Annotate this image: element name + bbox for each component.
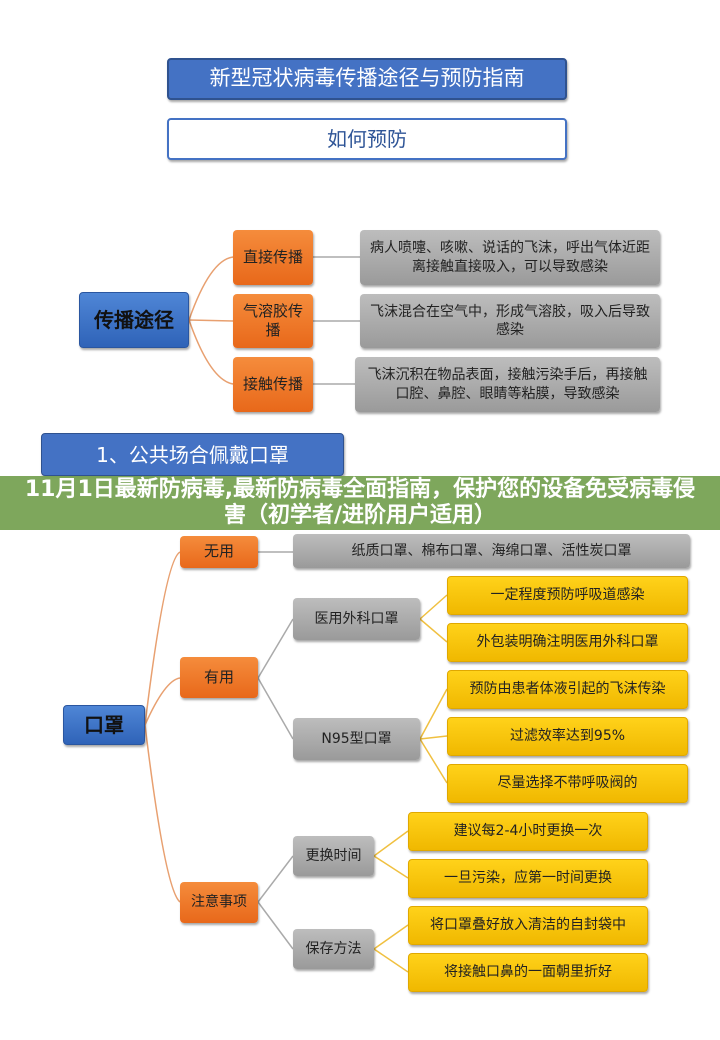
replace-time: 更换时间 xyxy=(293,836,374,876)
replace-item: 建议每2-4小时更换一次 xyxy=(408,812,648,851)
n95-item: 预防由患者体液引起的飞沫传染 xyxy=(447,670,688,709)
mask-useless-desc: 纸质口罩、棉布口罩、海绵口罩、活性炭口罩 xyxy=(293,534,690,568)
n95-item: 过滤效率达到95% xyxy=(447,717,688,756)
mask-useful: 有用 xyxy=(180,657,258,698)
n95-mask: N95型口罩 xyxy=(293,718,420,760)
subtitle: 如何预防 xyxy=(167,118,567,160)
transmission-root: 传播途径 xyxy=(79,292,189,348)
page-title: 新型冠状病毒传播途径与预防指南 xyxy=(167,58,567,100)
surgical-mask: 医用外科口罩 xyxy=(293,598,420,640)
storage-method: 保存方法 xyxy=(293,929,374,969)
article-title-banner: 11月1日最新防病毒,最新防病毒全面指南，保护您的设备免受病毒侵害（初学者/进阶… xyxy=(0,476,720,530)
store-item: 将口罩叠好放入清洁的自封袋中 xyxy=(408,906,648,945)
replace-item: 一旦污染，应第一时间更换 xyxy=(408,859,648,898)
surgical-item: 外包装明确注明医用外科口罩 xyxy=(447,623,688,662)
route-direct: 直接传播 xyxy=(233,230,313,285)
route-aerosol: 气溶胶传播 xyxy=(233,294,313,348)
route-aerosol-desc: 飞沫混合在空气中，形成气溶胶，吸入后导致感染 xyxy=(360,294,660,348)
route-contact-desc: 飞沫沉积在物品表面，接触污染手后，再接触口腔、鼻腔、眼睛等粘膜，导致感染 xyxy=(355,357,660,412)
mask-useless: 无用 xyxy=(180,536,258,568)
n95-item: 尽量选择不带呼吸阀的 xyxy=(447,764,688,803)
mask-notes: 注意事项 xyxy=(180,882,258,923)
mask-root: 口罩 xyxy=(63,705,145,745)
route-direct-desc: 病人喷嚏、咳嗽、说话的飞沫，呼出气体近距离接触直接吸入，可以导致感染 xyxy=(360,230,660,285)
surgical-item: 一定程度预防呼吸道感染 xyxy=(447,576,688,615)
route-contact: 接触传播 xyxy=(233,357,313,412)
store-item: 将接触口鼻的一面朝里折好 xyxy=(408,953,648,992)
section-1-heading: 1、公共场合佩戴口罩 xyxy=(41,433,344,476)
